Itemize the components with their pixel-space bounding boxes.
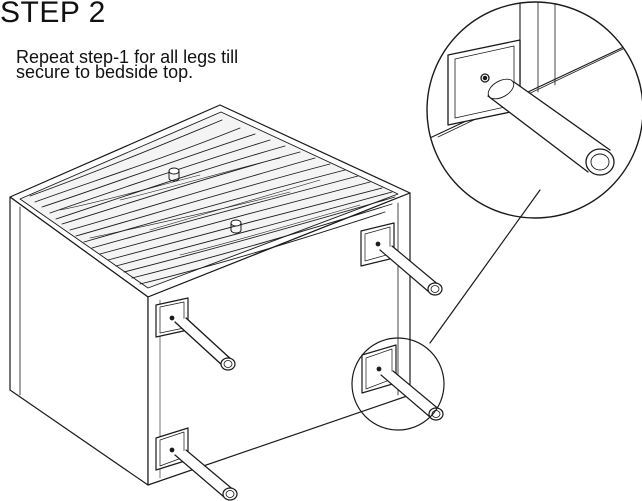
instruction-line-1: Repeat step-1 for all legs till (16, 47, 239, 67)
leader-line (429, 189, 541, 344)
leg-front-lower (155, 427, 238, 501)
dowel-peg (168, 167, 180, 182)
bedside-table-body (9, 104, 411, 486)
instruction-text: Repeat step-1 for all legs till secure t… (16, 47, 239, 82)
leg-front-upper (155, 297, 236, 371)
instruction-line-2: secure to bedside top. (16, 62, 194, 82)
highlight-circle (351, 337, 445, 431)
leg-right-lower (361, 344, 444, 421)
step-title: STEP 2 (0, 0, 106, 29)
dowel-peg (230, 219, 242, 234)
leg-right-upper (360, 222, 443, 296)
wood-grain-texture (29, 119, 396, 285)
detail-view (426, 1, 642, 219)
